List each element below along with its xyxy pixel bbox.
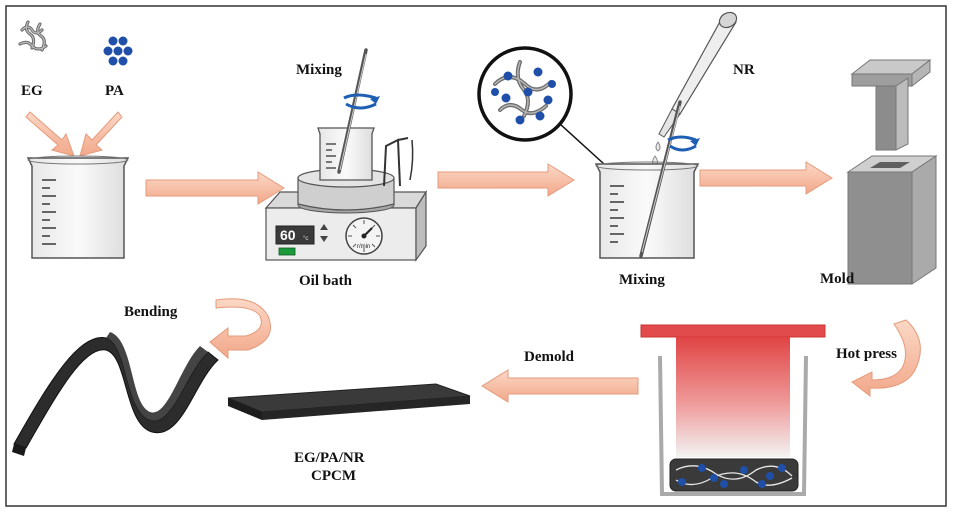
flow-arrow-2	[437, 163, 575, 197]
oil-bath-label: Oil bath	[299, 273, 353, 289]
mold	[846, 58, 938, 285]
product-label-line1: EG/PA/NR	[294, 450, 365, 466]
rotation-arrow-2	[667, 135, 700, 152]
stir-rod-1	[337, 48, 368, 174]
pipette	[658, 11, 738, 138]
flow-arrow-1	[145, 171, 285, 205]
rotation-arrow-1	[343, 93, 380, 110]
bent-sheet	[12, 332, 219, 456]
eg-down-arrow	[25, 111, 75, 157]
hot-press	[640, 324, 826, 496]
power-indicator	[278, 247, 296, 256]
thermometer-stand	[383, 137, 414, 187]
bending-label: Bending	[124, 304, 178, 320]
product-label-line2: CPCM	[311, 468, 356, 484]
adjust-arrows-icon	[320, 224, 328, 242]
temperature-unit: °c	[303, 236, 308, 242]
stir-rod-2-highlight	[641, 105, 681, 253]
figure-border	[5, 5, 947, 507]
hot-press-label: Hot press	[836, 346, 897, 362]
beaker-2	[317, 127, 375, 181]
stir-rod-1-highlight	[339, 53, 367, 171]
pa-down-arrow	[79, 111, 123, 157]
mixing-label-top: Mixing	[296, 62, 342, 78]
beaker-3	[594, 161, 700, 259]
temperature-value: 60	[280, 227, 296, 243]
pa-icon	[103, 36, 133, 66]
eg-label: EG	[21, 83, 43, 99]
flow-arrow-demold	[481, 369, 639, 403]
hot-press-curved-arrow	[851, 319, 921, 398]
flow-arrow-3	[699, 161, 833, 195]
demold-label: Demold	[524, 349, 575, 365]
cpcm-sheet	[227, 383, 471, 420]
magnified-view	[477, 46, 573, 142]
magnifier-pointer-line	[559, 123, 605, 165]
mold-label: Mold	[820, 271, 855, 287]
nr-label: NR	[733, 62, 755, 78]
dial-unit: r/min	[357, 244, 370, 250]
bending-curved-arrow	[209, 298, 271, 360]
eg-icon	[18, 20, 48, 52]
pa-label: PA	[105, 83, 124, 99]
temperature-display	[275, 225, 315, 245]
beaker-1	[26, 155, 130, 259]
mixing-label-right: Mixing	[619, 272, 665, 288]
speed-dial	[345, 217, 383, 255]
